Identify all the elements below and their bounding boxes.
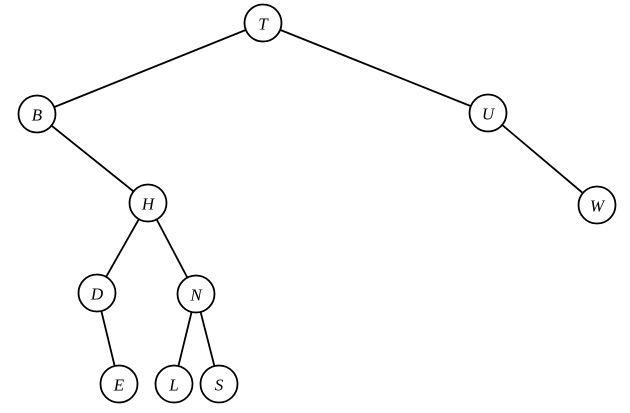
tree-edge-T-U (262, 22, 489, 114)
tree-node-D: D (77, 273, 117, 313)
node-circle-E (99, 364, 139, 404)
tree-node-T: T (243, 3, 283, 43)
tree-edge-U-W (487, 112, 598, 206)
tree-node-L: L (154, 364, 194, 404)
node-label-U: U (482, 105, 496, 124)
tree-node-H: H (128, 183, 168, 223)
node-circle-T (243, 3, 283, 43)
node-label-L: L (168, 376, 178, 395)
tree-node-S: S (199, 364, 239, 404)
node-label-H: H (141, 195, 156, 214)
node-label-T: T (258, 15, 269, 34)
node-label-N: N (189, 286, 203, 305)
tree-edge-T-B (36, 22, 264, 115)
node-circle-L (154, 364, 194, 404)
tree-node-U: U (468, 93, 508, 133)
node-circle-B (17, 94, 57, 134)
node-circle-N (176, 274, 216, 314)
node-circle-H (128, 183, 168, 223)
tree-node-W: W (577, 185, 617, 225)
node-circle-W (577, 185, 617, 225)
tree-node-N: N (176, 274, 216, 314)
node-label-B: B (32, 106, 43, 125)
node-circle-U (468, 93, 508, 133)
tree-node-E: E (99, 364, 139, 404)
tree-node-B: B (17, 94, 57, 134)
node-label-D: D (90, 285, 104, 304)
tree-edge-B-H (36, 113, 149, 204)
node-label-E: E (113, 376, 125, 395)
node-label-S: S (215, 376, 224, 395)
node-circle-S (199, 364, 239, 404)
node-label-W: W (590, 197, 606, 216)
node-circle-D (77, 273, 117, 313)
